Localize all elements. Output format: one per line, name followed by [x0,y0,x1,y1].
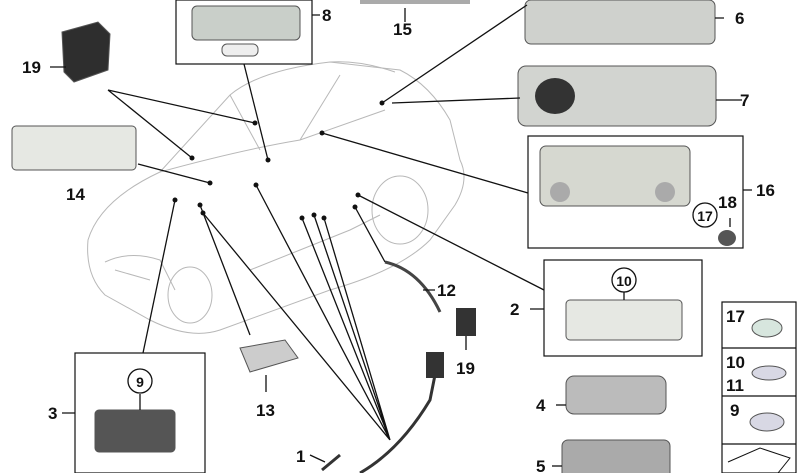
leader-lines [50,4,752,467]
callout-13: 13 [256,401,275,420]
part-7-speaker [535,78,575,114]
next-page-arrow-icon [727,447,791,473]
part-16-knob-left [550,182,570,202]
callout-7: 7 [740,91,749,110]
callout-circle-9 [127,368,153,394]
callout-4: 4 [536,396,546,415]
callout-19-bottom: 19 [456,359,475,378]
part-6-console [524,0,716,45]
bulb-table [721,301,797,473]
part-1-connector [426,352,444,378]
callout-3: 3 [48,404,57,423]
box-2 [543,259,703,357]
part-18-socket [718,230,736,246]
callout-circle-10 [611,267,637,293]
part-4-gasket [565,375,667,415]
callout-17: 17 [697,208,713,224]
bulb-label-9: 9 [730,401,739,420]
part-19-connector [456,308,476,336]
part-8-lamp [191,5,301,41]
part-19-module-top [61,21,111,83]
callout-6: 6 [735,9,744,28]
vehicle-outline [87,61,465,334]
part-16-console [539,145,691,207]
callout-1: 1 [296,447,305,466]
bulb-label-11: 11 [726,376,744,395]
part-7-console [517,65,717,127]
callout-14: 14 [66,185,85,204]
part-2-lamp [565,299,683,341]
part-15-strip [360,0,470,4]
part-3-lamp [94,409,176,453]
bulb-17-icon [751,318,783,338]
leader-dots [172,100,385,221]
callout-2: 2 [510,300,519,319]
part-5-frame [561,439,671,473]
part-1-harness [321,359,440,473]
part-8-bulb [221,43,259,57]
callout-16: 16 [756,181,775,200]
callout-8: 8 [322,6,331,25]
bulb-label-10: 10 [726,353,745,372]
callout-10: 10 [616,273,632,289]
part-14-lamp [11,125,137,171]
callout-circle-17 [692,202,718,228]
bulb-label-17: 17 [726,307,745,326]
bulb-10-11-icon [751,365,787,381]
part-16-knob-right [655,182,675,202]
callout-12: 12 [437,281,456,300]
callout-18: 18 [718,193,737,212]
part-12-cable [384,260,442,313]
box-16 [527,135,744,249]
callout-15: 15 [393,20,412,39]
callout-9: 9 [136,374,144,390]
bulb-9-icon [749,412,785,432]
part-13-bracket [239,339,299,373]
callout-5: 5 [536,457,545,473]
callout-19-top: 19 [22,58,41,77]
